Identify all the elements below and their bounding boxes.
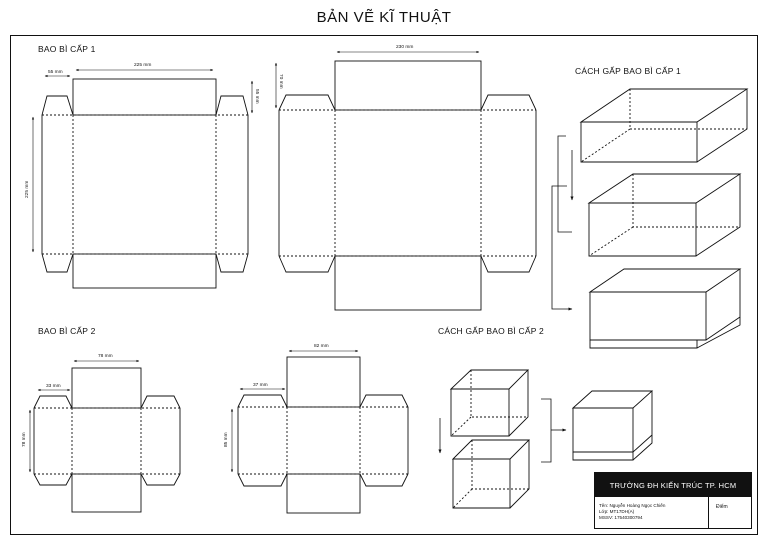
section-label-bb2: BAO BÌ CẤP 2: [38, 326, 96, 336]
net-bb1-a: [41, 78, 249, 289]
section-label-fold2: CÁCH GẤP BAO BÌ CẤP 2: [438, 326, 544, 336]
dims-bb2-a: [28, 359, 140, 473]
fold1-box-2: [587, 173, 742, 257]
fold2-box-3: [571, 390, 654, 461]
dim-label: 85 mm: [223, 432, 229, 447]
dim-label: 225 mm: [24, 181, 30, 198]
title-block-divider: [708, 497, 709, 528]
student-name: Tên: Nguyễn Hoàng Ngọc Chiến: [599, 503, 666, 508]
dim-label: 70 mm: [278, 74, 284, 89]
fold1-arrows: [551, 135, 574, 311]
dims-bb2-b: [230, 349, 359, 473]
score-label: Điểm: [716, 504, 728, 510]
section-label-bb1: BAO BÌ CẤP 1: [38, 44, 96, 54]
fold2-box-1: [449, 369, 530, 437]
fold2-box-2: [451, 439, 531, 509]
page-title: BẢN VẼ KĨ THUẬT: [316, 9, 452, 26]
net-bb2-b: [237, 356, 409, 514]
dim-label: 55 mm: [254, 89, 260, 104]
student-id: MSSV: 17540300794: [599, 515, 643, 520]
dim-label: 78 mm: [98, 353, 113, 359]
net-bb2-a: [33, 367, 181, 513]
dim-label: 82 mm: [314, 343, 329, 349]
dim-label: 230 mm: [396, 44, 413, 50]
fold1-box-1: [579, 88, 749, 163]
student-class: Lớp: MT17DH(A): [599, 509, 635, 514]
school-name: TRƯỜNG ĐH KIẾN TRÚC TP. HCM: [595, 473, 751, 497]
fold2-arrows: [438, 398, 567, 463]
dims-bb1-a: [31, 68, 254, 253]
drawing-frame: [10, 35, 758, 535]
dim-label: 78 mm: [21, 432, 27, 447]
dim-label: 55 mm: [48, 69, 63, 75]
fold1-box-3: [588, 268, 742, 349]
dims-bb1-b: [274, 50, 480, 109]
section-label-fold1: CÁCH GẤP BAO BÌ CẤP 1: [575, 66, 681, 76]
title-block: TRƯỜNG ĐH KIẾN TRÚC TP. HCM Tên: Nguyễn …: [594, 472, 752, 529]
dim-label: 33 mm: [46, 383, 61, 389]
net-bb1-b: [278, 60, 537, 311]
dim-label: 37 mm: [253, 382, 268, 388]
dim-label: 225 mm: [134, 62, 151, 68]
